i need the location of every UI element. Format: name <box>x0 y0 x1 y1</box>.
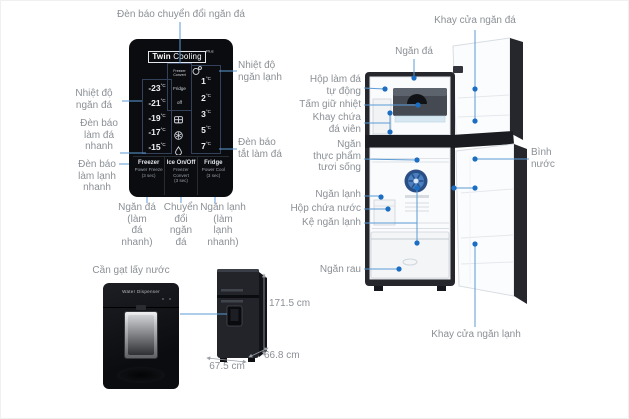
ice-tray-icon <box>174 111 183 124</box>
vegetable-drawer <box>370 231 450 279</box>
label-freezer-temp: Nhiệt độ ngăn đá <box>75 88 113 111</box>
label-fresh-food: Ngăn thực phẩm tươi sống <box>313 139 361 173</box>
freezer-temp-value: -17°C <box>148 126 166 137</box>
dispenser-clip <box>136 305 146 310</box>
label-width-dimension: 67.5 cm <box>209 361 245 372</box>
label-convert-button: Chuyển đổi ngăn đá <box>163 202 199 248</box>
logo-rest: Cooling <box>173 52 202 61</box>
label-fridge-button: Ngăn lạnh (làm lạnh nhanh) <box>200 202 246 248</box>
label-height-dimension: 171.5 cm <box>269 298 311 309</box>
dispenser-brand-text: Water Dispenser <box>122 289 160 294</box>
water-drop-icon <box>174 142 183 156</box>
mode-freezer-convert: Freezer Convert <box>173 68 186 77</box>
fridge-button-hold: (3 sec) <box>206 172 221 178</box>
label-ice-off-indicator: Đèn báo tắt làm đá <box>238 137 282 160</box>
freezer-temp-column: -23°C -21°C -19°C -17°C -15°C <box>142 79 172 154</box>
fridge-temp-value: 5°C <box>201 124 211 135</box>
fridge-button: Fridge Power Cool (3 sec) <box>196 157 229 195</box>
ice-onoff-button-subtitle: Freezer Convert <box>173 167 189 178</box>
label-ice-tray: Khay chứa đá viên <box>312 112 361 135</box>
label-water-box: Hộp chứa nước <box>290 203 361 214</box>
main-fridge-illustration <box>365 37 527 304</box>
panel-buttons: Freezer Power Freeze (3 sec) Ice On/Off … <box>133 156 229 195</box>
freezer-button-title: Freezer <box>137 160 160 166</box>
label-water-bottle: Bình nước <box>531 147 555 170</box>
dispenser-drip-recess <box>117 367 165 383</box>
mini-fridge-illustration <box>217 269 267 362</box>
fridge-temp-value: 2°C <box>201 92 211 103</box>
label-fridge-compartment: Ngăn lạnh <box>315 189 361 200</box>
water-dispenser-panel: Water Dispenser <box>103 283 179 389</box>
label-auto-ice-maker: Hộp làm đá tự động <box>309 74 361 97</box>
dispenser-lever-paddle <box>124 311 158 359</box>
fridge-cabinet <box>365 66 463 291</box>
label-fridge-shelf: Kệ ngăn lạnh <box>302 217 361 228</box>
logo-bold: Twin <box>152 52 171 61</box>
dispenser-lever-face <box>128 315 154 355</box>
screw-icon <box>162 298 164 300</box>
depth-arrow <box>248 347 269 358</box>
twin-cooling-logo: Twin CoolingPlus <box>129 46 233 64</box>
logo-suffix: Plus <box>205 48 214 54</box>
label-convert-indicator: Đèn báo chuyển đổi ngăn đá <box>117 9 245 20</box>
freezer-door <box>452 37 523 140</box>
ice-onoff-button: Ice On/Off Freezer Convert (3 sec) <box>164 157 196 195</box>
fridge-temp-value: 7°C <box>201 140 211 151</box>
freezer-temp-value: -19°C <box>148 112 166 123</box>
freezer-temp-value: -15°C <box>148 141 166 152</box>
label-dispenser-lever: Cần gạt lấy nước <box>92 265 170 276</box>
control-panel-display: Twin CoolingPlus -23°C -21°C -19°C -17°C… <box>129 39 233 197</box>
mode-fridge: Fridge <box>173 85 186 91</box>
ice-onoff-button-hold: (3 sec) <box>174 178 188 183</box>
fridge-door <box>455 143 527 304</box>
ice-bin <box>372 98 392 135</box>
label-fast-freeze-indicator: Đèn báo làm đá nhanh <box>80 118 118 152</box>
label-freezer-compartment: Ngăn đá <box>395 46 433 57</box>
fridge-button-title: Fridge <box>204 160 223 166</box>
water-box-item <box>373 199 396 226</box>
ice-onoff-button-title: Ice On/Off <box>166 160 196 166</box>
cooling-fan-icon <box>404 169 428 193</box>
fridge-button-subtitle: Power Cool <box>201 167 225 172</box>
freezer-temp-value: -21°C <box>148 97 166 108</box>
width-arrow <box>206 356 247 364</box>
fridge-temp-column: 1°C 2°C 3°C 5°C 7°C <box>191 65 221 154</box>
label-freezer-button: Ngăn đá (làm đá nhanh) <box>118 202 156 248</box>
label-depth-dimension: 66.8 cm <box>264 350 300 361</box>
label-heat-plate: Tấm giữ nhiệt <box>299 99 361 110</box>
dimension-arrows <box>206 273 269 364</box>
freezer-convert-modes: Freezer Convert Fridge off <box>167 63 192 111</box>
freezer-temp-value: -23°C <box>148 83 166 94</box>
door-hinge-band <box>452 131 514 148</box>
snowflake-circle-icon <box>174 127 183 140</box>
fridge-temp-value: 1°C <box>201 76 211 87</box>
label-freezer-door-tray: Khay cửa ngăn đá <box>434 15 516 26</box>
freezer-button-hold: (3 sec) <box>141 172 156 178</box>
screw-icon <box>169 298 171 300</box>
mode-off: off <box>177 100 182 106</box>
label-veg-drawer: Ngăn rau <box>319 264 361 275</box>
ice-maker <box>393 88 447 123</box>
freezer-button-subtitle: Power Freeze <box>134 167 163 172</box>
label-fridge-door-tray: Khay cửa ngăn lạnh <box>431 329 521 340</box>
label-fast-cool-indicator: Đèn báo làm lạnh nhanh <box>78 159 116 193</box>
fridge-temp-value: 3°C <box>201 108 211 119</box>
freezer-button: Freezer Power Freeze (3 sec) <box>133 157 164 195</box>
label-fridge-temp: Nhiệt độ ngăn lạnh <box>238 60 282 83</box>
